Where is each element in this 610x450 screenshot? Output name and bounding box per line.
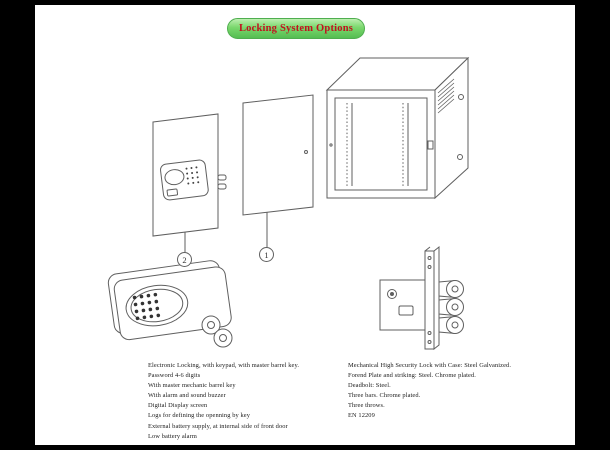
spec-line: Deadbolt: Steel. <box>348 382 391 390</box>
document-page: Locking System Options 1 2 Electronic Lo… <box>35 5 575 445</box>
spec-line: Electronic Locking, with keypad, with ma… <box>148 362 300 369</box>
callout-1: 1 <box>259 247 274 262</box>
door-panel-electronic <box>152 113 227 252</box>
spec-line: Three throws. <box>348 402 385 410</box>
electronic-lock-specs: Electronic Locking, with keypad, with ma… <box>148 361 299 442</box>
callout-2: 2 <box>177 252 192 267</box>
spec-line: External battery supply, at internal sid… <box>148 422 288 430</box>
electronic-lock-enlarged <box>107 260 233 348</box>
locking-system-diagram <box>107 56 470 351</box>
spec-line: Three bars. Chrome plated. <box>348 392 421 400</box>
spec-line: Low battery alarm <box>148 432 197 440</box>
mechanical-lock-drawing <box>379 245 464 351</box>
spec-line: Logs for defining the openning by key <box>148 412 251 420</box>
cabinet-drawing <box>325 56 470 200</box>
spec-line: Digital Display screen <box>148 402 208 410</box>
door-panel-plain <box>242 94 314 247</box>
lock-bolts <box>438 279 464 335</box>
keypad-dots-small <box>185 166 200 185</box>
vent-slats <box>437 78 455 114</box>
spec-line: With master mechanic barrel key <box>148 382 236 390</box>
mechanical-lock-specs: Mechanical High Security Lock with Case:… <box>348 361 511 422</box>
spec-line: Password 4-6 digits <box>148 372 201 380</box>
spec-line: With alarm and sound buzzer <box>148 392 226 400</box>
keypad-dots-large <box>132 292 161 321</box>
spec-line: EN 12209 <box>348 412 375 420</box>
spec-line: Forend Plate and striking: Steel. Chrome… <box>348 372 476 380</box>
page-title: Locking System Options <box>227 18 365 39</box>
spec-line: Mechanical High Security Lock with Case:… <box>348 362 512 369</box>
